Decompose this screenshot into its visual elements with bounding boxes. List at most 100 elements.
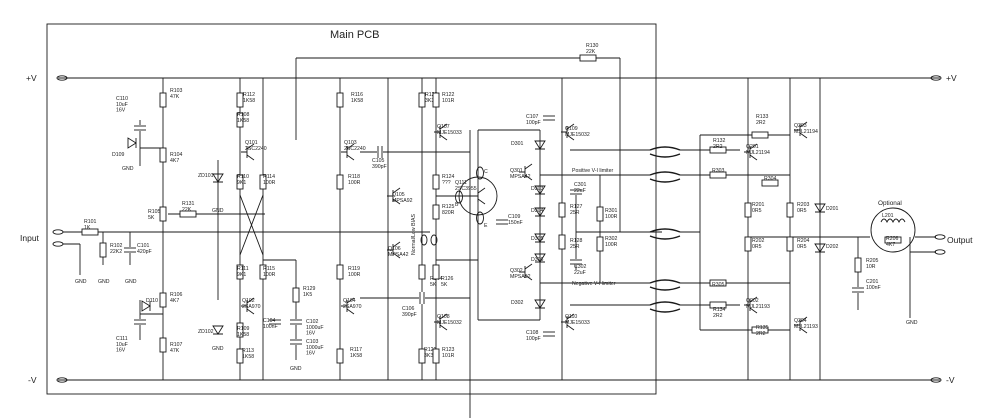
component-label-line: R204 xyxy=(797,238,810,244)
component-label-line: 100nF xyxy=(866,285,881,291)
gnd-c101: GND xyxy=(125,279,137,285)
component-label-line: R118 xyxy=(348,174,360,180)
transistor-symbol xyxy=(794,121,808,139)
component-label: D301 xyxy=(511,141,524,147)
component-label-line: B xyxy=(455,202,459,208)
bias-label: Normal/Low BIAS xyxy=(411,214,417,255)
component-label: R304 xyxy=(764,176,777,182)
transistor-symbol xyxy=(561,313,575,331)
component-label-line: C201 xyxy=(866,279,879,285)
component-label: ZD101 xyxy=(198,173,214,179)
capacitor-gap xyxy=(496,219,508,225)
resistor-symbol xyxy=(418,348,426,364)
capacitor-gap xyxy=(290,319,302,325)
positive-rail xyxy=(56,75,942,81)
component-d301: D301 xyxy=(511,140,546,150)
resistor-symbol xyxy=(159,292,167,308)
neg-rail-label-right: -V xyxy=(946,375,955,385)
component-label-line: Q109 xyxy=(565,126,578,132)
input-connector xyxy=(52,229,168,275)
component-label-line: D304 xyxy=(531,208,544,214)
component-label: D303 xyxy=(531,186,544,192)
component-label-line: Q110 xyxy=(565,314,577,320)
component-label-line: MJL21194 xyxy=(794,129,818,135)
resistor-symbol xyxy=(236,348,244,364)
resistor-symbol xyxy=(596,206,604,222)
diode-symbol xyxy=(534,253,546,263)
component-label: E xyxy=(484,223,488,229)
component-label-line: R304 xyxy=(764,176,777,182)
component-label-line: R117 xyxy=(350,347,362,353)
component-label-line: 1K58 xyxy=(237,118,249,124)
diode-symbol xyxy=(212,173,224,183)
diode-symbol xyxy=(814,203,826,213)
component-label-line: 390pF xyxy=(402,312,417,318)
component-label: D201 xyxy=(826,206,839,212)
component-label-line: 150nF xyxy=(508,220,523,226)
component-label-line: MPSA92 xyxy=(392,198,413,204)
diode-symbol xyxy=(534,233,546,243)
capacitor-gap xyxy=(269,319,281,325)
component-label-line: MJL21193 xyxy=(794,324,818,330)
component-label-line: Q107 xyxy=(437,124,450,130)
resistor-symbol xyxy=(336,348,344,364)
gnd-input: GND xyxy=(75,279,87,285)
transistor-symbol xyxy=(519,163,533,181)
output-connector xyxy=(910,234,946,255)
diode-symbol xyxy=(534,185,546,195)
component-label: D306 xyxy=(531,257,544,263)
gnd-zd101: GND xyxy=(212,208,224,214)
component-label-line: 1K xyxy=(84,225,91,231)
resistor-symbol xyxy=(884,236,902,244)
component-label-line: D305 xyxy=(531,236,544,242)
component-label-line: 9K1 xyxy=(237,272,246,278)
component-label-line: 22K2 xyxy=(110,249,122,255)
twisted-pair-connectors xyxy=(649,146,681,313)
component-label-line: R203 xyxy=(797,202,810,208)
resistor-symbol xyxy=(159,147,167,163)
resistor-symbol xyxy=(744,202,752,218)
component-label-line: 10uF xyxy=(116,342,128,348)
component-d303: D303 xyxy=(531,185,546,195)
resistor-symbol xyxy=(558,234,566,250)
component-label-line: C107 xyxy=(526,114,539,120)
transistor-symbol xyxy=(341,143,355,161)
capacitor-gap xyxy=(290,339,302,345)
component-label-line: R116 xyxy=(351,92,363,98)
component-label-line: 9K1 xyxy=(237,180,246,186)
capacitor-gap xyxy=(543,115,555,121)
component-label-line: 16V xyxy=(116,108,126,114)
pos-rail-label-right: +V xyxy=(946,73,957,83)
component-label: ZD102 xyxy=(198,329,214,335)
component-label-line: C302 xyxy=(574,264,587,270)
transistor-symbol xyxy=(744,143,758,161)
